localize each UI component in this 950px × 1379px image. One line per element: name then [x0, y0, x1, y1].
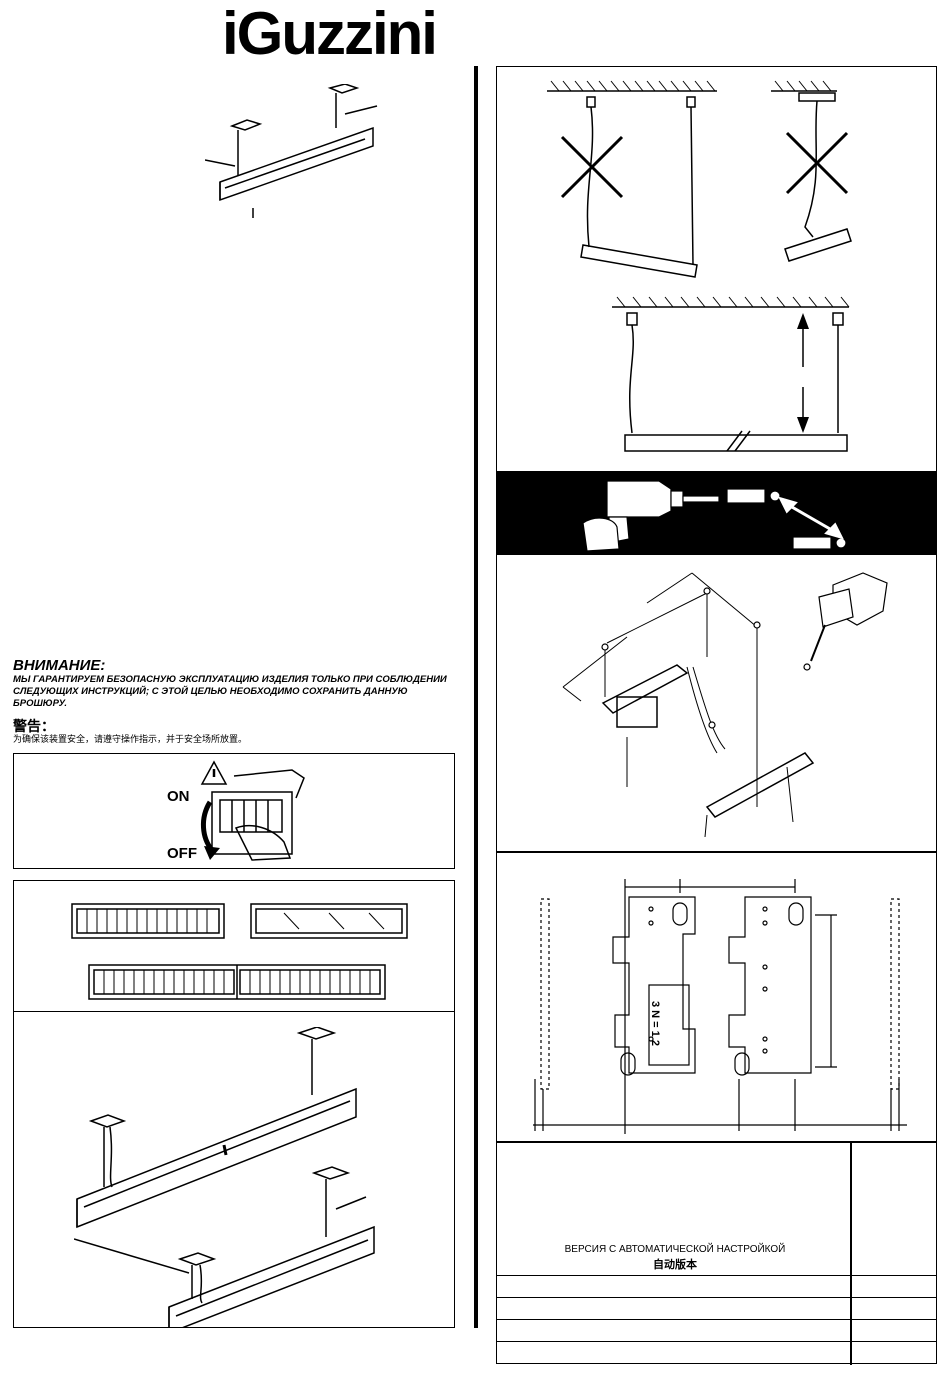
switch-hand-illustration	[192, 758, 312, 866]
version-column-divider	[850, 1143, 852, 1365]
drill-wallplug-illustration	[579, 477, 859, 553]
panel-separator	[14, 1011, 454, 1012]
column-divider	[474, 66, 478, 1328]
version-label-cn: 自动版本	[500, 1256, 850, 1272]
suspended-luminaires-illustration	[74, 1027, 414, 1327]
separator-3	[497, 1141, 936, 1143]
brand-logo: iGuzzini	[222, 4, 436, 64]
louver-variants-panel	[13, 880, 455, 1328]
version-label-ru: ВЕРСИЯ С АВТОМАТИЧЕСКОЙ НАСТРОЙКОЙ	[500, 1244, 850, 1256]
separator-2	[497, 851, 936, 853]
suspension-correct-incorrect-diagram	[537, 77, 907, 469]
power-off-panel: ON OFF	[13, 753, 455, 869]
version-row-line-2	[497, 1297, 936, 1298]
luminaire-sketch-top	[205, 84, 380, 224]
version-row-line-1	[497, 1275, 936, 1276]
warning-title-cn: 警告：	[13, 716, 55, 736]
louver-options-illustration	[69, 899, 409, 1004]
on-label: ON	[167, 788, 190, 805]
instructions-panel: 3 N = 1 2	[496, 66, 937, 1364]
version-row-line-4	[497, 1341, 936, 1342]
drill-band	[497, 473, 936, 555]
version-row-line-3	[497, 1319, 936, 1320]
ceiling-bracket-fixing-diagram	[557, 567, 917, 849]
warning-title-ru: ВНИМАНИЕ:	[13, 657, 105, 674]
warning-text-cn: 为确保该装置安全，请遵守操作指示，并于安全场所放置。	[13, 734, 247, 745]
driver-dimension-drawing: 3 N = 1 2	[525, 879, 915, 1134]
terminal-digits: 3 N = 1 2	[649, 1001, 661, 1046]
warning-text-ru: МЫ ГАРАНТИРУЕМ БЕЗОПАСНУЮ ЭКСПЛУАТАЦИЮ И…	[13, 674, 461, 710]
